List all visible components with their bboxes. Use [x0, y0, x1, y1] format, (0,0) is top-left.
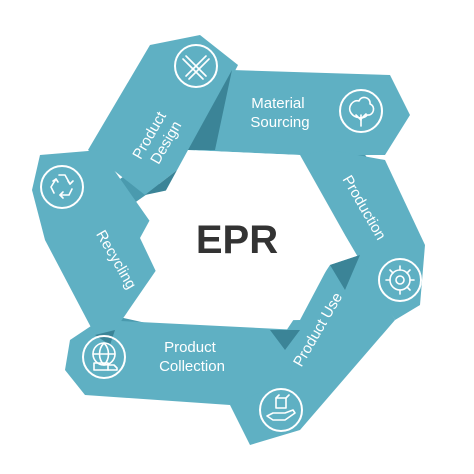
center-label: EPR: [196, 218, 278, 262]
arrow-recycling: [32, 150, 170, 335]
arrow-production: [300, 150, 425, 320]
arrow-product-collection: [65, 320, 300, 405]
globe-truck-icon: [82, 335, 126, 379]
gear-icon: [378, 258, 422, 302]
stage-label-product-collection: Product Collection: [159, 339, 225, 375]
stage-label-material-sourcing: Material Sourcing: [250, 95, 309, 131]
hand-box-icon: [259, 388, 303, 432]
arrow-product-use-fold: [330, 255, 360, 290]
arrow-product-collection-fold: [270, 330, 300, 350]
pencil-ruler-icon: [174, 44, 218, 88]
tree-icon: [339, 89, 383, 133]
center-hexagon: [140, 150, 345, 322]
recycle-icon: [40, 165, 84, 209]
arrow-material-sourcing-fold: [188, 70, 232, 150]
arrow-recycling-fold: [95, 330, 115, 345]
arrow-product-design: [88, 35, 238, 195]
arrow-product-use: [230, 255, 395, 445]
